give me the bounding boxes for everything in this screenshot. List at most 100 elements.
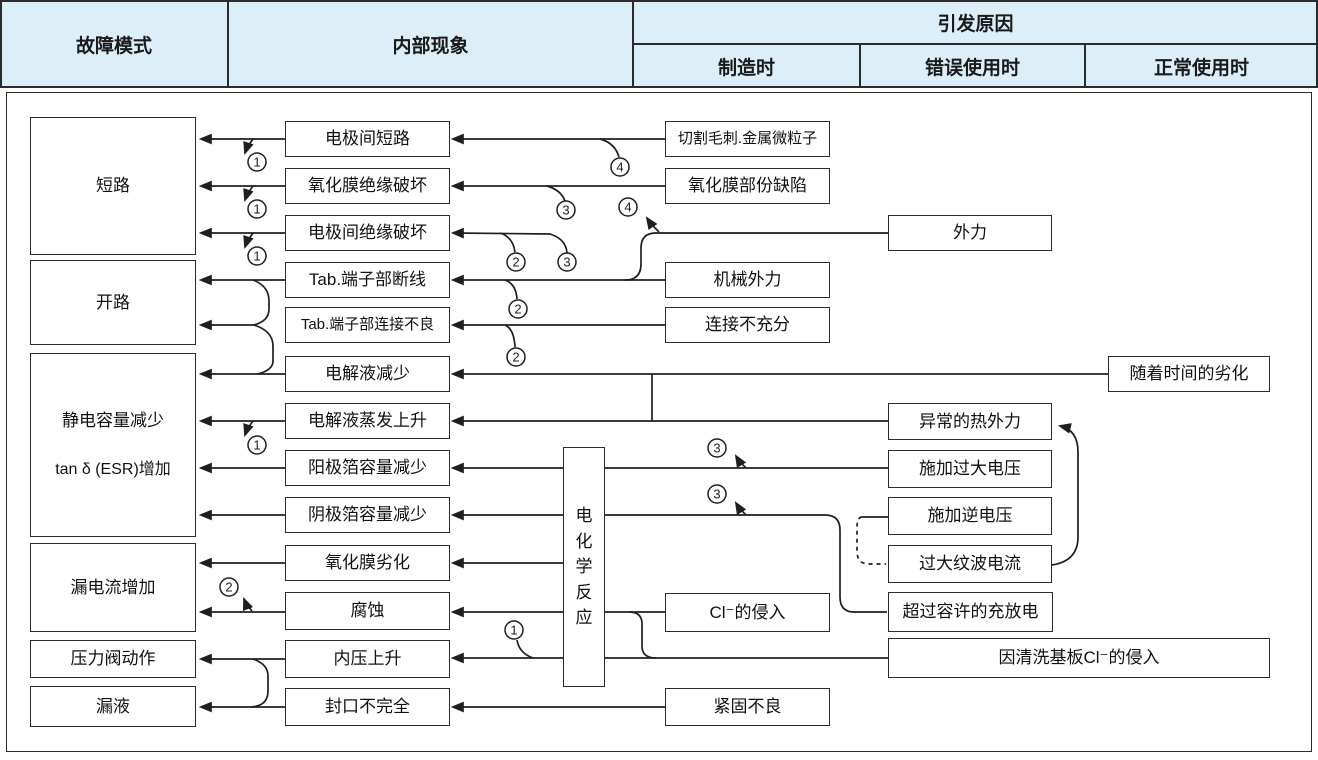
phenomenon-box-oxide-degradation: 氧化膜劣化 [285,545,450,581]
connector-1: 1 [253,155,260,170]
header-sub-misuse-label: 错误使用时 [924,57,1020,79]
cause-box-cutting-burr-metal-particles: 切割毛刺.金属微粒子 [665,121,830,157]
header-fault-mode: 故障模式 [0,0,228,88]
connector-1-group: 1 1 1 1 1 [247,152,524,640]
phenomenon-box-cathode-foil-capacity-drop: 阴极箔容量减少 [285,497,450,533]
cause-box-excess-voltage: 施加过大电压 [888,450,1052,488]
header-cause: 引发原因 [633,0,1318,44]
svg-text:1: 1 [253,202,260,217]
phenomenon-box-corrosion: 腐蚀 [285,592,450,630]
cause-label: 随着时间的劣化 [1129,364,1249,384]
phenomenon-box-electrode-insulation-break: 电极间绝缘破坏 [285,215,450,251]
svg-text:2: 2 [225,580,232,595]
phenomenon-box-oxide-insulation-break: 氧化膜绝缘破坏 [285,168,450,204]
svg-text:1: 1 [253,438,260,453]
header-fault-mode-label: 故障模式 [75,35,152,57]
header-sub-normal: 正常使用时 [1085,44,1318,88]
fault-mode-box-capacitance-drop: 静电容量减少 tan δ (ESR)增加 [30,353,196,537]
electrochemical-reaction-label: 电化学反应 [575,506,593,628]
cause-label: 过大纹波电流 [919,554,1021,574]
phenomenon-box-electrolyte-evaporation: 电解液蒸发上升 [285,403,450,439]
phenomenon-label: 内压上升 [333,649,402,669]
svg-text:2: 2 [512,350,519,365]
cause-box-board-washing-chloride: 因清洗基板Cl⁻的侵入 [888,638,1270,678]
cause-label: 超过容许的充放电 [902,602,1039,622]
connector-2-group: 2 2 2 2 [219,252,528,597]
phenomenon-label: 阴极箔容量减少 [308,505,427,525]
fault-mode-box-pressure-valve: 压力阀动作 [30,640,196,678]
connector-4: 4 [616,160,623,175]
header-sub-misuse: 错误使用时 [860,44,1085,88]
cause-label: Cl⁻的侵入 [709,602,786,622]
cause-label: 异常的热外力 [919,411,1021,431]
svg-text:2: 2 [514,302,521,317]
phenomenon-label: 氧化膜劣化 [325,553,410,573]
svg-text:1: 1 [510,623,517,638]
phenomenon-box-internal-pressure-rise: 内压上升 [285,640,450,678]
header-cause-label: 引发原因 [937,13,1014,35]
cause-label: 施加过大电压 [919,459,1021,479]
cause-box-insufficient-connection: 连接不充分 [665,307,830,343]
connector-4-group: 4 4 [610,157,638,217]
cause-label: 紧固不良 [713,697,782,717]
cause-box-reverse-voltage: 施加逆电压 [888,497,1052,535]
fault-mode-label: 静电容量减少 [62,411,164,431]
phenomenon-label: 腐蚀 [350,601,385,621]
phenomenon-label: 氧化膜绝缘破坏 [308,176,427,196]
phenomenon-label: 电极间绝缘破坏 [308,223,427,243]
cause-box-abnormal-thermal-stress: 异常的热外力 [888,403,1052,440]
cause-label: 连接不充分 [705,315,790,335]
phenomenon-box-electrolyte-decrease: 电解液减少 [285,356,450,392]
cause-box-chloride-intrusion: Cl⁻的侵入 [665,593,830,632]
svg-text:3: 3 [563,255,570,270]
fault-mode-box-liquid-leak: 漏液 [30,686,196,727]
svg-text:1: 1 [253,249,260,264]
cause-label: 切割毛刺.金属微粒子 [677,129,818,147]
phenomenon-label: 阳极箔容量减少 [308,458,427,478]
phenomenon-box-anode-foil-capacity-drop: 阳极箔容量减少 [285,450,450,486]
phenomenon-box-electrode-short: 电极间短路 [285,121,450,157]
cause-box-aging-degradation: 随着时间的劣化 [1108,356,1270,392]
cause-label: 氧化膜部份缺陷 [688,176,807,196]
cause-box-oxide-partial-defect: 氧化膜部份缺陷 [665,168,830,204]
fault-mode-label: 压力阀动作 [70,649,156,669]
header-sub-normal-label: 正常使用时 [1153,57,1249,79]
phenomenon-label: 电解液减少 [325,364,410,384]
cause-box-bad-fastening: 紧固不良 [665,688,830,726]
connector-2: 2 [512,255,519,270]
phenomenon-label: Tab.端子部连接不良 [300,315,435,333]
cause-box-mechanical-force: 机械外力 [665,262,830,298]
fault-mode-box-open-circuit: 开路 [30,260,196,345]
cause-label: 因清洗基板Cl⁻的侵入 [998,648,1160,668]
phenomenon-box-tab-wire-break: Tab.端子部断线 [285,262,450,298]
phenomenon-label: 封口不完全 [325,697,410,717]
svg-text:4: 4 [624,200,631,215]
header-internal: 内部现象 [228,0,633,88]
connector-3-group: 3 3 3 3 [556,200,727,504]
electrochemical-reaction-box: 电化学反应 [563,447,605,687]
cause-box-excess-charge-discharge: 超过容许的充放电 [888,592,1053,632]
fault-mode-label: 漏电流增加 [70,577,156,597]
phenomenon-label: 电极间短路 [325,129,410,149]
cause-label: 施加逆电压 [927,506,1013,526]
phenomenon-box-incomplete-sealing: 封口不完全 [285,688,450,726]
cause-box-excess-ripple-current: 过大纹波电流 [888,545,1052,583]
fault-mode-box-leakage-current: 漏电流增加 [30,543,196,632]
fault-mode-label: 漏液 [96,696,130,716]
cause-box-external-force: 外力 [888,215,1052,251]
fault-mode-box-short-circuit: 短路 [30,117,196,255]
phenomenon-label: Tab.端子部断线 [308,270,427,290]
svg-text:3: 3 [713,487,720,502]
phenomenon-box-tab-bad-connection: Tab.端子部连接不良 [285,307,450,343]
fault-mode-label: 开路 [96,292,130,312]
header-internal-label: 内部现象 [392,35,469,57]
cause-label: 外力 [953,223,987,243]
cause-label: 机械外力 [713,270,782,290]
phenomenon-label: 电解液蒸发上升 [308,411,427,431]
connector-3: 3 [562,203,569,218]
fault-mode-label-2: tan δ (ESR)增加 [55,460,171,478]
header-sub-manufacturing-label: 制造时 [717,57,775,79]
svg-text:3: 3 [713,441,720,456]
